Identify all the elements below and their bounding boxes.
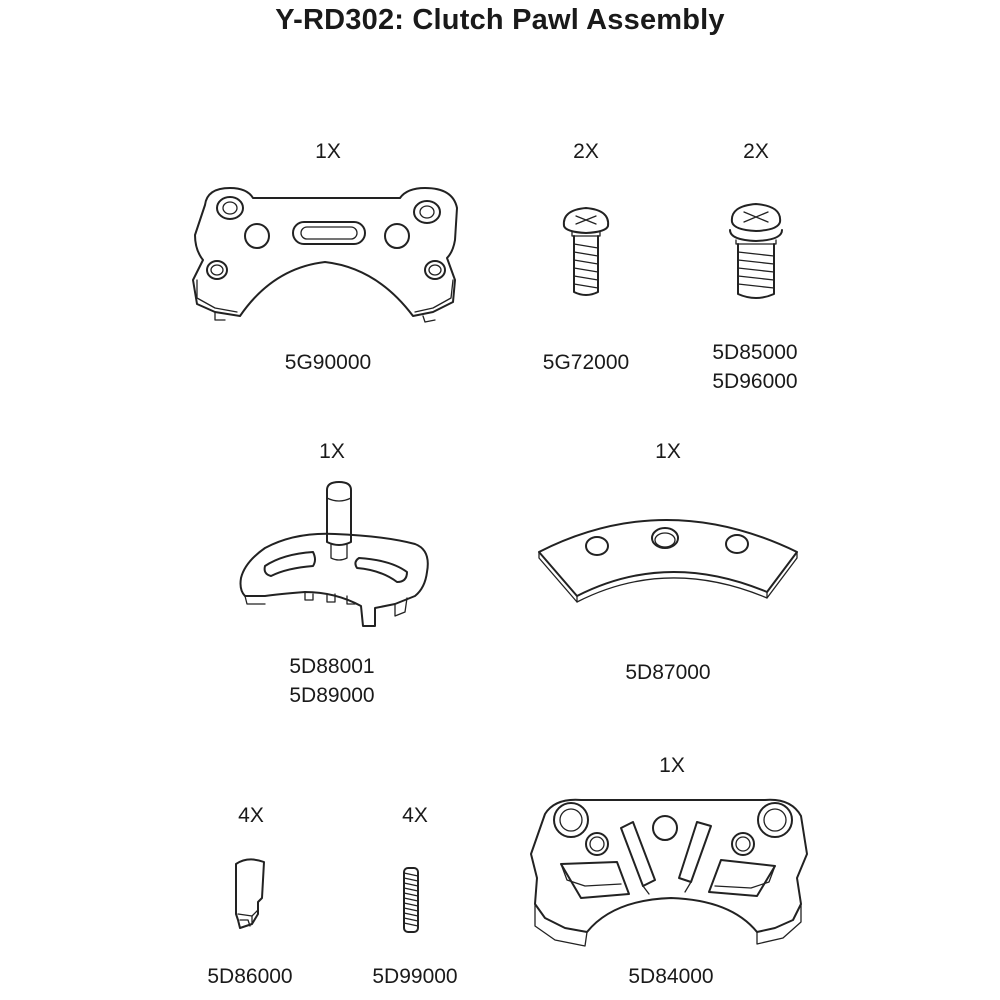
part-number: 5D88001 — [289, 655, 375, 678]
pawl-housing-icon — [530, 798, 808, 947]
clutch-plate-icon — [192, 187, 458, 323]
part-number-group: 5D85000 5D96000 — [675, 338, 835, 396]
part-quantity: 1X — [659, 754, 685, 777]
part-quantity: 1X — [315, 140, 341, 163]
spring-icon — [403, 867, 419, 933]
part-quantity: 4X — [402, 804, 428, 827]
diagram-title: Y-RD302: Clutch Pawl Assembly — [275, 4, 725, 36]
part-number-group: 5D84000 — [591, 962, 751, 991]
part-quantity: 1X — [655, 440, 681, 463]
part-number-group: 5D88001 5D89000 — [252, 652, 412, 710]
pawl-icon — [235, 858, 265, 929]
part-quantity: 2X — [743, 140, 769, 163]
part-number: 5D85000 — [712, 341, 798, 364]
pawl-carrier-icon — [239, 481, 429, 627]
part-number: 5D99000 — [372, 965, 458, 988]
part-number: 5D86000 — [207, 965, 293, 988]
part-number: 5G72000 — [542, 351, 630, 374]
part-number: 5D96000 — [712, 370, 798, 393]
screw-with-washer-icon — [729, 203, 783, 299]
part-number-group: 5D86000 — [170, 962, 330, 991]
part-number: 5D87000 — [625, 661, 711, 684]
part-quantity: 4X — [238, 804, 264, 827]
arc-plate-icon — [538, 519, 798, 603]
part-number-group: 5G90000 — [248, 348, 408, 377]
part-number: 5D89000 — [289, 684, 375, 707]
part-number-group: 5G72000 — [506, 348, 666, 377]
part-number-group: 5D99000 — [335, 962, 495, 991]
part-quantity: 2X — [573, 140, 599, 163]
part-number-group: 5D87000 — [588, 658, 748, 687]
part-number: 5G90000 — [284, 351, 372, 374]
part-quantity: 1X — [319, 440, 345, 463]
short-screw-icon — [562, 207, 610, 296]
part-number: 5D84000 — [628, 965, 714, 988]
